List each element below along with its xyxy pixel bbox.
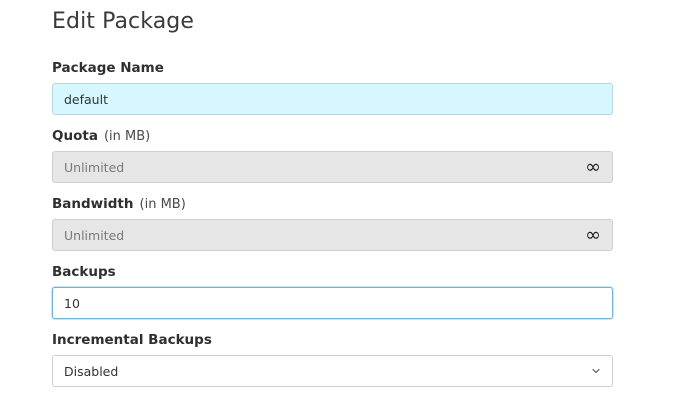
page-title: Edit Package	[52, 9, 194, 34]
bandwidth-label: Bandwidth (in MB)	[52, 196, 186, 212]
bandwidth-input[interactable]: Unlimited ∞	[52, 219, 613, 251]
incremental-backups-selected: Disabled	[64, 363, 119, 379]
quota-label: Quota (in MB)	[52, 128, 150, 144]
backups-input[interactable]: 10	[52, 287, 613, 319]
incremental-backups-select[interactable]: Disabled	[52, 355, 613, 387]
bandwidth-label-text: Bandwidth	[52, 196, 134, 212]
incremental-backups-label: Incremental Backups	[52, 332, 212, 348]
quota-unit: (in MB)	[103, 129, 151, 144]
package-name-input[interactable]: default	[52, 83, 613, 115]
infinity-icon[interactable]: ∞	[585, 155, 601, 178]
package-name-label: Package Name	[52, 60, 164, 76]
quota-input[interactable]: Unlimited ∞	[52, 151, 613, 183]
chevron-down-icon	[592, 368, 600, 374]
incremental-backups-label-text: Incremental Backups	[52, 332, 212, 348]
backups-label-text: Backups	[52, 264, 116, 280]
quota-value: Unlimited	[64, 159, 125, 175]
package-name-label-text: Package Name	[52, 60, 164, 76]
backups-value: 10	[64, 295, 80, 311]
bandwidth-value: Unlimited	[64, 227, 125, 243]
infinity-icon[interactable]: ∞	[585, 223, 601, 246]
backups-label: Backups	[52, 264, 116, 280]
quota-label-text: Quota	[52, 128, 98, 144]
package-name-value: default	[64, 91, 108, 107]
bandwidth-unit: (in MB)	[139, 197, 186, 212]
